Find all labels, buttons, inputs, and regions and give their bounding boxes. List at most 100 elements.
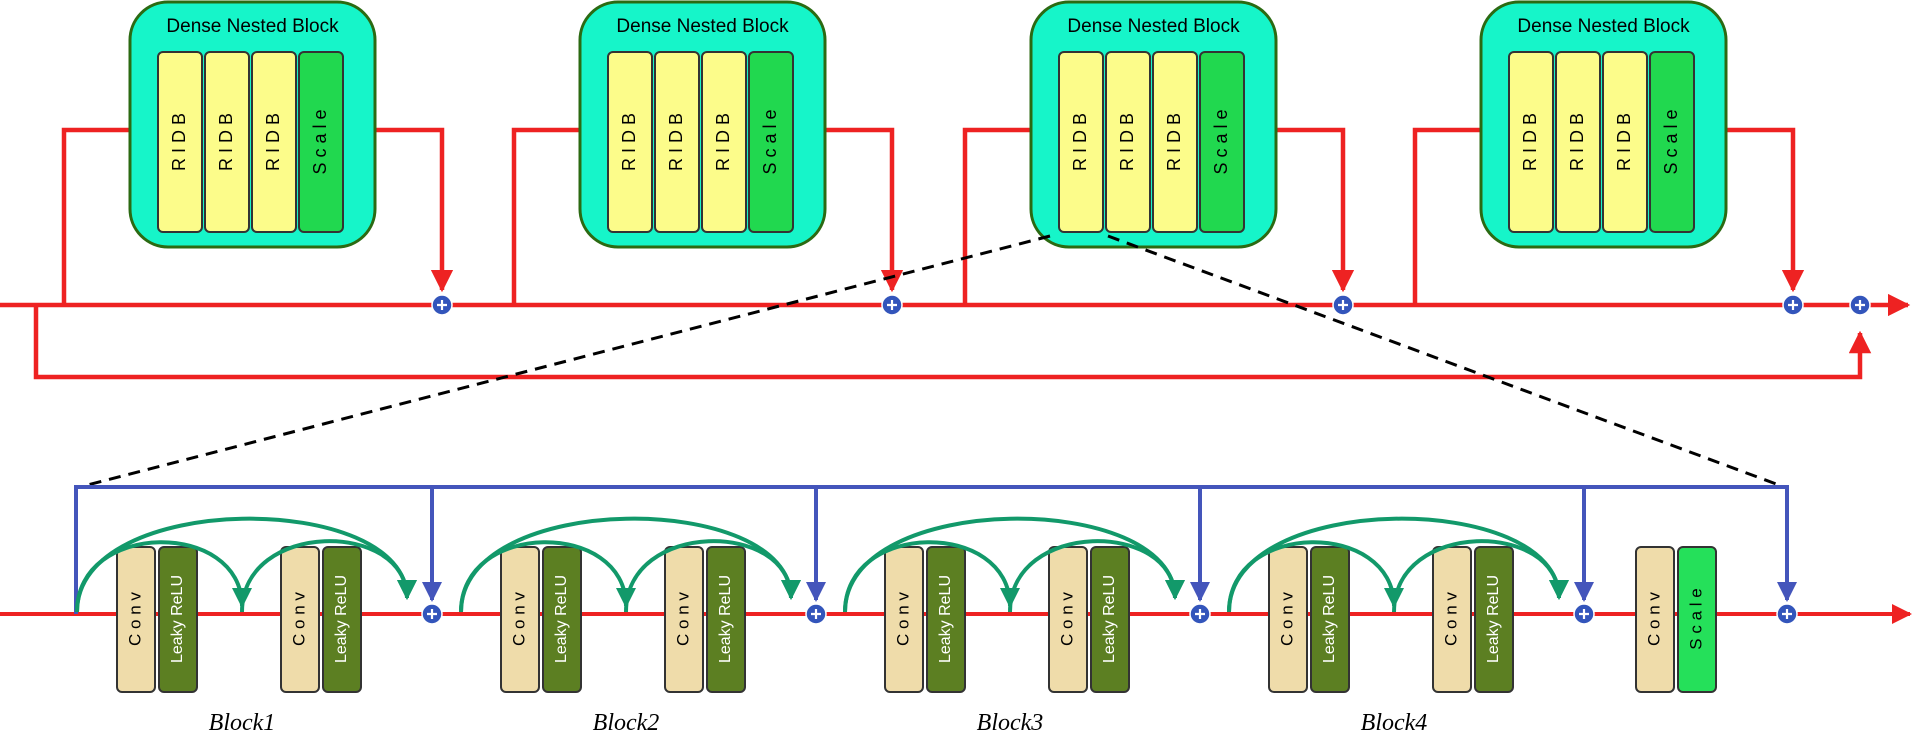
leaky-relu-label: Leaky ReLU — [1321, 575, 1338, 663]
plus-circle-icon — [437, 300, 447, 310]
ridb-label: R I D B — [666, 113, 686, 171]
ridb-label: R I D B — [1070, 113, 1090, 171]
leaky-relu-layer — [542, 546, 582, 693]
bottom-adder-1 — [421, 603, 443, 625]
ridb-layer — [701, 51, 747, 233]
plus-circle-icon — [1782, 609, 1792, 619]
bottom-adder-2 — [805, 603, 827, 625]
scale-label: S c a l e — [1661, 109, 1681, 174]
conv-layer — [664, 546, 704, 693]
ridb-layer — [157, 51, 203, 233]
bottom-adder-4 — [1573, 603, 1595, 625]
bottom-final-adder — [1776, 603, 1798, 625]
block-input-branch — [1412, 127, 1481, 305]
scale-label: S c a l e — [760, 109, 780, 174]
block-output-branch — [375, 127, 454, 293]
leaky-relu-layer — [1310, 546, 1350, 693]
final-scale-layer — [1677, 546, 1717, 693]
plus-circle-icon — [427, 609, 437, 619]
top-adder-2 — [881, 294, 903, 316]
ridb-label: R I D B — [1117, 113, 1137, 171]
conv-label: C o n v — [1441, 592, 1460, 646]
zoom-lines — [75, 234, 1788, 490]
ridb-label: R I D B — [1164, 113, 1184, 171]
ridb-layer — [251, 51, 297, 233]
dense-arc-short-1 — [459, 540, 636, 613]
plus-circle-icon — [887, 300, 897, 310]
leaky-relu-label: Leaky ReLU — [333, 575, 350, 663]
ridb-layer — [1508, 51, 1554, 233]
conv-label: C o n v — [1057, 592, 1076, 646]
scale-layer — [1199, 51, 1245, 233]
final-adder — [1849, 294, 1871, 316]
dense-arc-short-1 — [843, 540, 1020, 613]
scale-layer — [748, 51, 794, 233]
dense-arc-short-2 — [240, 539, 417, 613]
global-skip-line — [33, 305, 1872, 380]
leaky-relu-layer — [1090, 546, 1130, 693]
ridb-layer — [204, 51, 250, 233]
ridb-label: R I D B — [263, 113, 283, 171]
plus-circle-icon — [1338, 300, 1348, 310]
dense-arc-short-1 — [1227, 540, 1404, 613]
plus-circle-icon — [1855, 300, 1865, 310]
top-adder-1 — [431, 294, 453, 316]
leaky-relu-label: Leaky ReLU — [553, 575, 570, 663]
ridb-layer — [654, 51, 700, 233]
ridb-layer — [1555, 51, 1601, 233]
dense-arc-short-1 — [75, 540, 252, 613]
ridb-label: R I D B — [713, 113, 733, 171]
top-row: Dense Nested Block R I D B R I D B R I D B S… — [0, 0, 1911, 380]
scale-label: S c a l e — [310, 109, 330, 174]
scale-layer — [1649, 51, 1695, 233]
scale-layer — [298, 51, 344, 233]
ridb-layer — [607, 51, 653, 233]
block-input-branch — [511, 127, 580, 305]
conv-label: C o n v — [893, 592, 912, 646]
leaky-relu-label: Leaky ReLU — [717, 575, 734, 663]
ridb-layer — [1105, 51, 1151, 233]
top-adder-4 — [1782, 294, 1804, 316]
leaky-relu-layer — [158, 546, 198, 693]
plus-circle-icon — [1579, 609, 1589, 619]
dense-arc-short-2 — [1008, 539, 1185, 613]
leaky-relu-label: Leaky ReLU — [169, 575, 186, 663]
leaky-relu-label: Leaky ReLU — [1101, 575, 1118, 663]
conv-layer — [1432, 546, 1472, 693]
ridb-label: R I D B — [1520, 113, 1540, 171]
final-conv-label: C o n v — [1644, 592, 1663, 646]
scale-label: S c a l e — [1211, 109, 1231, 174]
zoom-line-left — [75, 234, 1051, 490]
leaky-relu-label: Leaky ReLU — [937, 575, 954, 663]
conv-layer — [1048, 546, 1088, 693]
dense-arc-short-2 — [1392, 539, 1569, 613]
plus-circle-icon — [1788, 300, 1798, 310]
ridb-label: R I D B — [216, 113, 236, 171]
bottom-adder-3 — [1189, 603, 1211, 625]
dense-nested-block-title: Dense Nested Block — [166, 16, 339, 37]
final-conv-scale: C o n v S c a l e — [1635, 546, 1717, 693]
block-label-2: Block2 — [593, 710, 660, 736]
conv-label: C o n v — [509, 592, 528, 646]
dense-nested-block-title: Dense Nested Block — [616, 16, 789, 37]
block-output-branch — [1726, 127, 1805, 293]
ridb-layer — [1152, 51, 1198, 233]
final-scale-label: S c a l e — [1686, 588, 1705, 649]
ridb-layer — [1602, 51, 1648, 233]
block-label-4: Block4 — [1361, 710, 1428, 736]
leaky-relu-layer — [322, 546, 362, 693]
leaky-relu-layer — [1474, 546, 1514, 693]
block-input-branch — [61, 127, 130, 305]
dense-arc-short-2 — [624, 539, 801, 613]
block-input-branch — [962, 127, 1031, 305]
ridb-layer — [1058, 51, 1104, 233]
leaky-relu-layer — [926, 546, 966, 693]
ridb-label: R I D B — [1567, 113, 1587, 171]
